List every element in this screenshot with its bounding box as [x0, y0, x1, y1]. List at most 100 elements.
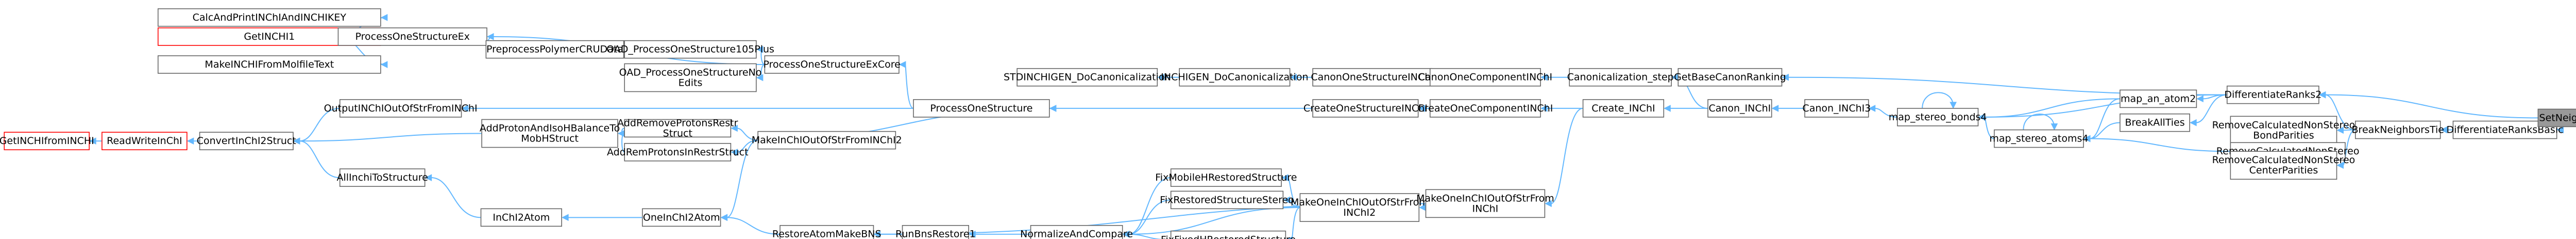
- graph-node[interactable]: GetBaseCanonRanking: [1674, 68, 1786, 87]
- graph-node[interactable]: ProcessOneStructureExCore: [763, 55, 901, 74]
- node-box: [199, 132, 294, 150]
- graph-edge: [737, 128, 758, 141]
- graph-node[interactable]: MakeINCHIFromMolfileText: [157, 55, 381, 74]
- graph-node[interactable]: BreakNeighborsTie: [2352, 120, 2444, 139]
- node-box: [1170, 168, 1282, 187]
- graph-edge: [1984, 98, 2120, 118]
- graph-node[interactable]: CalcAndPrintINChIAndINCHIKEY: [157, 8, 381, 27]
- node-label: AllInchiToStructure: [336, 172, 428, 183]
- graph-edge: [1922, 92, 1954, 108]
- graph-node[interactable]: STDINCHIGEN_DoCanonicalization: [1004, 68, 1171, 87]
- graph-node[interactable]: RunBnsRestore1: [895, 225, 976, 239]
- graph-node[interactable]: ProcessOneStructureEx: [337, 27, 487, 46]
- graph-node[interactable]: Canon_INChI: [1707, 99, 1772, 118]
- graph-node[interactable]: FixRestoredStructureStereo: [1160, 190, 1294, 210]
- node-box: [913, 99, 1050, 118]
- node-box: [1994, 129, 2084, 148]
- graph-node[interactable]: ProcessOneStructure: [913, 99, 1050, 118]
- node-label: GetINCHI1: [244, 31, 295, 42]
- graph-node[interactable]: OutputINChIOutOfStrFromINChI: [324, 99, 478, 118]
- edge-arrowhead: [2556, 126, 2564, 134]
- node-box: [1016, 68, 1158, 87]
- edge-arrowhead: [2336, 126, 2344, 134]
- graph-node[interactable]: FixFixedHRestoredStructure: [1161, 230, 1296, 239]
- edge-arrowhead: [1122, 230, 1130, 238]
- edge-arrowhead: [2336, 162, 2344, 169]
- graph-node[interactable]: GetINCHIfromINCHI: [0, 132, 94, 150]
- node-box: [480, 208, 562, 227]
- graph-node[interactable]: map_stereo_atoms4: [1989, 129, 2089, 148]
- edge-arrowhead: [899, 61, 906, 68]
- graph-node[interactable]: RestoreAtomMakeBNS: [772, 225, 882, 239]
- graph-node[interactable]: OAD_ProcessOneStructure105Plus: [606, 40, 774, 59]
- node-box: [339, 168, 426, 187]
- graph-edge: [2023, 114, 2055, 130]
- node-label: ProcessOneStructure: [930, 103, 1032, 114]
- graph-edge: [1128, 177, 1171, 235]
- graph-node[interactable]: CreateOneComponentINChI: [1417, 99, 1553, 118]
- node-label: CreateOneComponentINChI: [1417, 103, 1553, 114]
- graph-node[interactable]: map_an_atom2: [2120, 89, 2197, 108]
- graph-node[interactable]: FixMobileHRestoredStructure: [1155, 168, 1297, 187]
- node-box: [1179, 68, 1291, 87]
- graph-node[interactable]: Canonicalization_step: [1567, 68, 1674, 87]
- graph-node[interactable]: CanonOneStructureINChI: [1311, 68, 1434, 87]
- graph-node[interactable]: Canon_INChI3: [1802, 99, 1871, 118]
- edge-arrowhead: [756, 74, 764, 82]
- graph-node[interactable]: Create_INChI: [1582, 99, 1665, 118]
- edge-arrowhead: [731, 148, 738, 156]
- edge-arrowhead: [1157, 73, 1164, 81]
- node-box: [624, 40, 757, 59]
- node-label: AddRemoveProtonsRestr: [617, 117, 738, 129]
- node-label: MobHStruct: [521, 133, 579, 145]
- graph-node[interactable]: DifferentiateRanks2: [2224, 85, 2321, 104]
- graph-edge: [2196, 94, 2227, 123]
- graph-edge: [726, 139, 758, 218]
- node-box: [779, 225, 874, 239]
- node-label: OAD_ProcessOneStructure105Plus: [606, 44, 774, 55]
- node-box: [1425, 189, 1546, 218]
- edge-arrowhead: [187, 137, 194, 145]
- node-label: map_an_atom2: [2121, 93, 2196, 104]
- node-label: CreateOneStructureINChI: [1303, 103, 1428, 114]
- edge-arrowhead: [380, 61, 388, 68]
- graph-node[interactable]: AddRemProtonsInRestrStruct: [607, 142, 749, 162]
- graph-node[interactable]: BreakAllTies: [2120, 113, 2190, 132]
- node-label: RestoreAtomMakeBNS: [772, 229, 882, 239]
- graph-edge: [2342, 129, 2356, 166]
- node-label: GetINCHIfromINCHI: [0, 135, 94, 147]
- graph-edge: [1874, 107, 1897, 118]
- node-label: BreakNeighborsTie: [2352, 124, 2444, 136]
- node-label: map_stereo_atoms4: [1989, 133, 2088, 145]
- node-label: CanonOneComponentINChI: [1418, 72, 1552, 83]
- graph-node[interactable]: ConvertInChI2Struct: [197, 132, 296, 150]
- graph-node[interactable]: map_stereo_bonds4: [1889, 108, 1987, 126]
- node-label: OAD_ProcessOneStructureNo: [619, 67, 762, 78]
- node-box: [624, 119, 732, 138]
- graph-node[interactable]: INCHIGEN_DoCanonicalization: [1161, 68, 1309, 87]
- node-label: MakeInChIOutOfStrFromINChI2: [752, 135, 902, 146]
- node-label: OneInChI2Atom: [643, 212, 720, 223]
- graph-node[interactable]: AllInchiToStructure: [336, 168, 428, 187]
- graph-node[interactable]: PreprocessPolymerCRUData: [485, 40, 624, 59]
- node-label: STDINCHIGEN_DoCanonicalization: [1004, 72, 1171, 83]
- graph-node[interactable]: OneInChI2Atom: [642, 208, 721, 227]
- graph-node[interactable]: CanonOneComponentINChI: [1418, 68, 1552, 87]
- graph-node[interactable]: MakeInChIOutOfStrFromINChI2: [752, 131, 902, 150]
- graph-node[interactable]: InChI2Atom: [480, 208, 562, 227]
- edge-arrowhead: [1281, 174, 1289, 181]
- node-box: [337, 27, 487, 46]
- node-box: [1170, 190, 1284, 210]
- graph-node[interactable]: NormalizeAndCompare: [1020, 225, 1133, 239]
- graph-node[interactable]: CreateOneStructureINChI: [1303, 99, 1428, 118]
- graph-node[interactable]: ReadWriteInChI: [101, 132, 188, 150]
- node-box: [624, 63, 757, 92]
